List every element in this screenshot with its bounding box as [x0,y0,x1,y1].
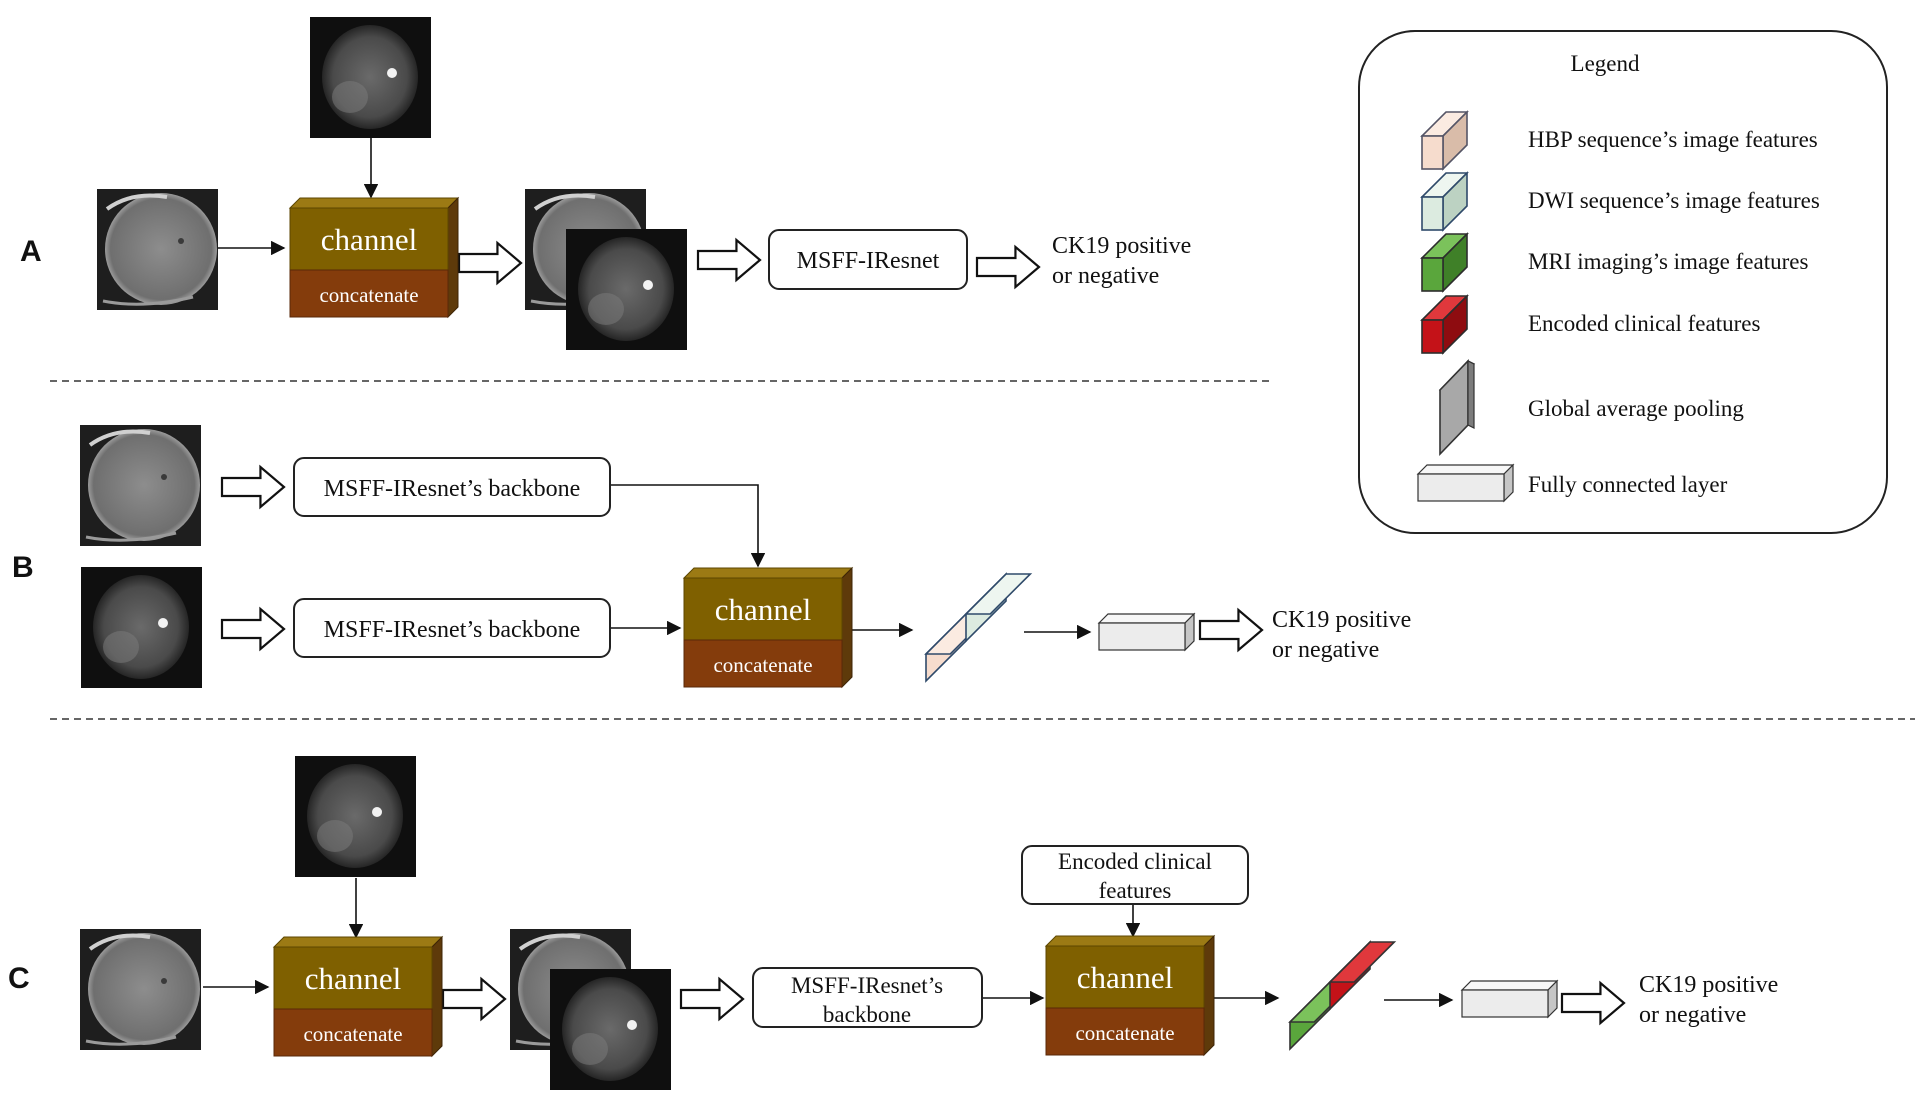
legend-icon-1 [1420,110,1469,171]
backbone-box-c: MSFF-IResnet’s backbone [752,967,983,1028]
dwi-image-a-stacked [566,229,687,350]
legend-label-5: Global average pooling [1528,396,1744,421]
output-a-line2: or negative [1052,263,1159,289]
clinical-box-c-line2: features [1099,878,1172,903]
dwi-image-b [81,567,202,688]
output-c-line2: or negative [1639,1002,1746,1028]
legend-icon-3 [1420,232,1469,293]
feature-stack-c-upper [1328,940,1397,1011]
hollow-arrow-c1 [441,976,507,1022]
output-b-line2: or negative [1272,637,1379,663]
concat-block-c2-channel-text: channel [1077,960,1173,995]
concat-block-c2: channel concatenate [1044,934,1216,1057]
hollow-arrow-a2 [696,237,762,283]
legend-title: Legend [1571,51,1640,76]
hollow-arrow-c3 [1560,980,1626,1026]
legend-frame [1358,30,1888,534]
backbone-box-b1: MSFF-IResnet’s backbone [293,457,611,517]
concat-block-a: channel concatenate [288,196,460,319]
hbp-image-b [80,425,201,546]
backbone-box-c-line2: backbone [823,1002,911,1027]
legend-icon-5 [1438,359,1476,456]
panel-label-a: A [20,235,42,268]
legend-icon-2 [1420,171,1469,232]
legend-icon-4 [1420,294,1469,355]
concat-block-b-channel-text: channel [715,592,811,627]
output-c-line1: CK19 positive [1639,972,1778,998]
hollow-arrow-a3 [975,244,1041,290]
hbp-image-c [80,929,201,1050]
clinical-box-c-line1: Encoded clinical [1058,849,1212,874]
concat-block-b: channel concatenate [682,566,854,689]
output-b-line1: CK19 positive [1272,607,1411,633]
hollow-arrow-a1 [457,240,523,286]
legend-label-3: MRI imaging’s image features [1528,249,1808,274]
feature-stack-b [924,572,1033,683]
legend-label-6: Fully connected layer [1528,472,1728,497]
concat-block-c2-concatenate-text: concatenate [1075,1021,1174,1045]
clinical-box-c: Encoded clinical features [1021,845,1249,905]
arrow-b-backbone1-to-concat [610,484,766,568]
feature-stack-b-upper [964,572,1033,643]
concat-block-a-channel-text: channel [321,222,417,257]
hbp-image-a [97,189,218,310]
concat-block-c: channel concatenate [272,935,444,1058]
dwi-image-c-stacked [550,969,671,1090]
panel-label-b: B [12,551,34,584]
hollow-arrow-c2 [679,976,745,1022]
output-a-line1: CK19 positive [1052,233,1191,259]
legend-label-2: DWI sequence’s image features [1528,188,1820,213]
concat-block-b-concatenate-text: concatenate [713,653,812,677]
concat-block-a-concatenate-text: concatenate [319,283,418,307]
backbone-box-b1-label: MSFF-IResnet’s backbone [324,476,581,502]
hollow-arrow-b3 [1198,607,1264,653]
fc-layer-b [1097,612,1196,652]
dwi-image-c-top [295,756,416,877]
feature-stack-c [1288,940,1397,1051]
legend-label-4: Encoded clinical features [1528,311,1760,336]
fc-layer-c [1460,979,1559,1019]
legend-label-1: HBP sequence’s image features [1528,127,1818,152]
model-box-a: MSFF-IResnet [768,229,968,290]
hollow-arrow-b1 [220,464,286,510]
concat-block-c-channel-text: channel [305,961,401,996]
concat-block-c-concatenate-text: concatenate [303,1022,402,1046]
backbone-box-b2: MSFF-IResnet’s backbone [293,598,611,658]
dwi-image-a-top [310,17,431,138]
backbone-box-c-line1: MSFF-IResnet’s [791,973,943,998]
model-box-a-label: MSFF-IResnet [797,248,940,274]
backbone-box-b2-label: MSFF-IResnet’s backbone [324,617,581,643]
hollow-arrow-b2 [220,606,286,652]
panel-label-c: C [8,962,30,995]
legend-icon-6 [1416,463,1515,503]
